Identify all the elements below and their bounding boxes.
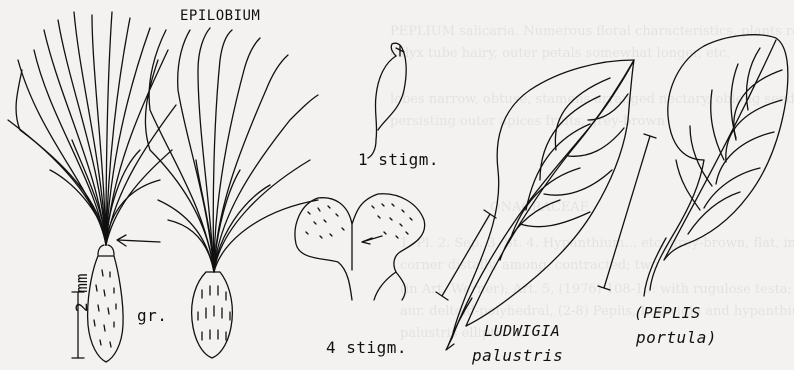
label-scale: 2 mm <box>72 273 91 312</box>
label-peplis: (PEPLIS <box>634 304 701 322</box>
four-stigma-drawing <box>295 194 425 300</box>
label-portula: portula) <box>636 328 717 347</box>
peplis-scale-bar <box>598 134 656 290</box>
label-palustris: palustris <box>472 346 563 365</box>
label-epilobium: EPILOBIUM <box>180 8 260 24</box>
peplis-leaf-drawing <box>644 35 788 296</box>
epilobium-seed-right-drawing <box>145 28 318 358</box>
label-one-stigma: 1 stigm. <box>358 150 439 169</box>
label-four-stigma: 4 stigm. <box>326 338 407 357</box>
label-ludwigia: LUDWIGIA <box>484 322 560 340</box>
ludwigia-leaf-drawing <box>446 60 634 350</box>
arrow-to-seed <box>117 235 160 246</box>
ludwigia-scale-bar <box>436 210 496 300</box>
label-granular: gr. <box>137 306 167 325</box>
one-stigma-drawing <box>368 43 406 158</box>
